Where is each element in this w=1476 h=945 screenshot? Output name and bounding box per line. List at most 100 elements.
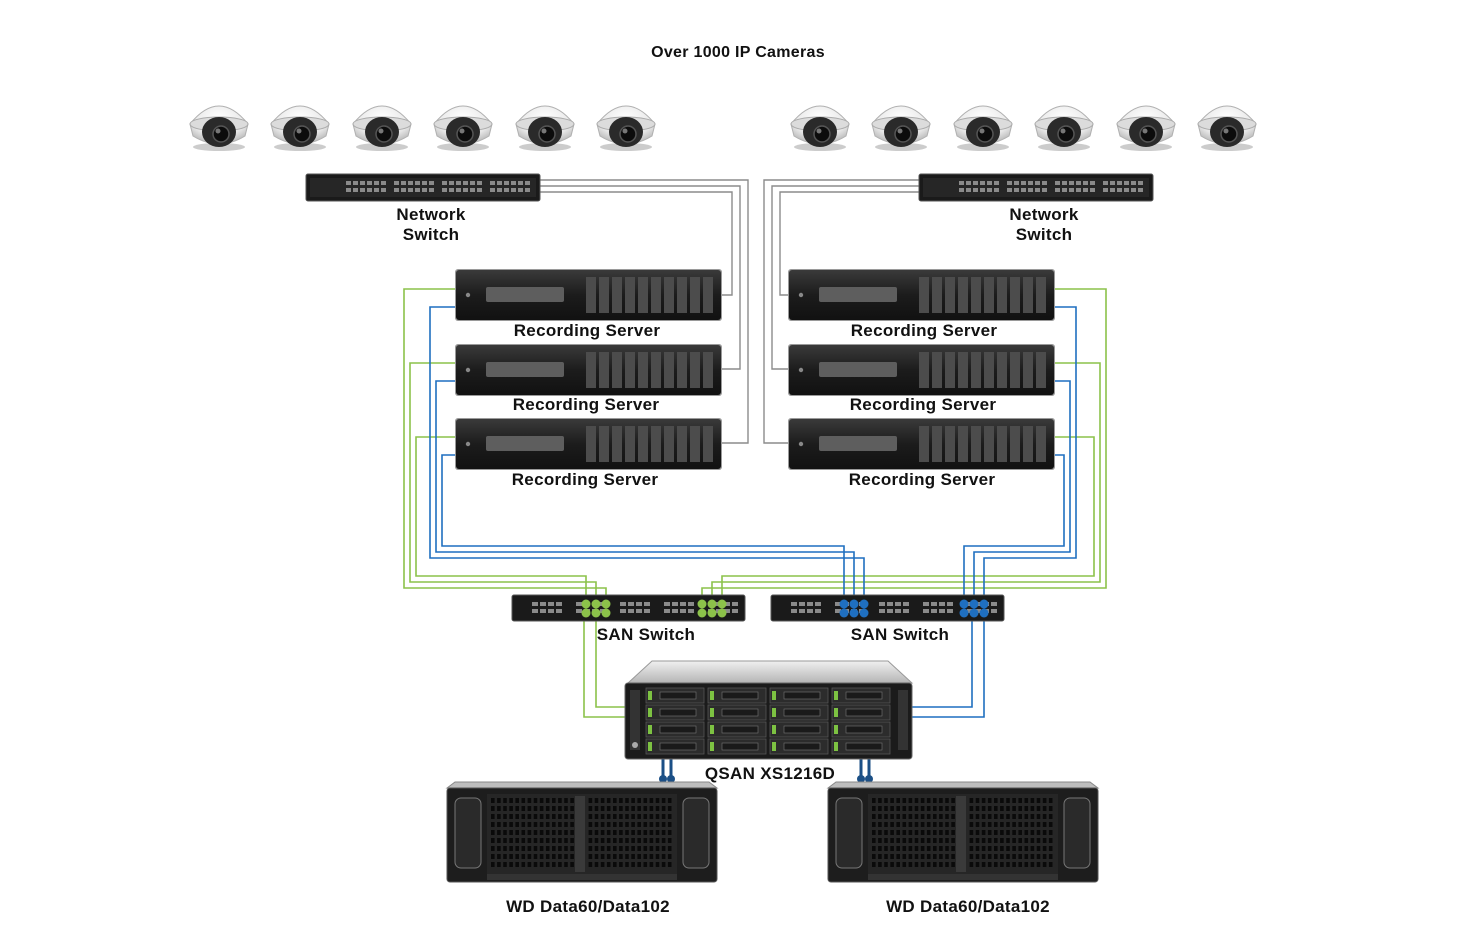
switch-port bbox=[401, 181, 406, 185]
jbod-vent-hole bbox=[1048, 806, 1053, 811]
switch-port bbox=[497, 181, 502, 185]
fabric-b-right-server-3 bbox=[963, 454, 1065, 600]
jbod-vent-hole bbox=[914, 798, 919, 803]
jbod-vent-hole bbox=[588, 838, 593, 843]
jbod-vent-hole bbox=[1030, 798, 1035, 803]
jbod-vent-hole bbox=[1000, 814, 1004, 819]
san-switch-port bbox=[540, 609, 546, 613]
jbod-vent-hole bbox=[914, 822, 919, 827]
fabric-b-left-server-2 bbox=[435, 380, 855, 600]
jbod-vent-hole bbox=[884, 854, 888, 859]
recording-server-left-3 bbox=[455, 418, 722, 470]
jbod-vent-hole bbox=[649, 798, 654, 803]
jbod-vent-hole bbox=[570, 814, 574, 819]
jbod-vent-hole bbox=[539, 846, 544, 851]
network-cables bbox=[540, 179, 919, 444]
jbod-vent-hole bbox=[994, 846, 998, 851]
san-switch-port bbox=[724, 609, 730, 613]
jbod-vent-hole bbox=[515, 798, 519, 803]
switch-port bbox=[442, 188, 447, 192]
jbod-vent-hole bbox=[1042, 814, 1047, 819]
server-drive-slot bbox=[1023, 277, 1033, 313]
jbod-vent-hole bbox=[533, 798, 538, 803]
server-led bbox=[465, 367, 471, 373]
jbod-vent-hole bbox=[570, 838, 574, 843]
jbod-top-edge bbox=[826, 781, 1100, 789]
storage-drive-handle bbox=[783, 691, 821, 700]
server-drive-slot bbox=[638, 352, 648, 388]
jbod-vent-hole bbox=[515, 830, 519, 835]
fabric-a-left-server-2 bbox=[409, 362, 597, 600]
recording-server-right-1-label: Recording Server bbox=[850, 321, 998, 340]
jbod-vent-hole bbox=[588, 854, 593, 859]
storage-drive-handle bbox=[659, 691, 697, 700]
jbod-vent-hole bbox=[558, 814, 562, 819]
jbod-vent-hole bbox=[920, 846, 925, 851]
jbod-vent-hole bbox=[588, 806, 593, 811]
server-drive-slot bbox=[651, 277, 661, 313]
jbod-vent-hole bbox=[503, 830, 507, 835]
san-switch-port bbox=[835, 609, 841, 613]
switch-port bbox=[1055, 188, 1060, 192]
network-cable-right-3 bbox=[779, 191, 919, 296]
jbod-vent-hole bbox=[994, 862, 998, 867]
jbod-vent-hole bbox=[890, 854, 894, 859]
switch-port bbox=[1021, 181, 1026, 185]
jbod-vent-hole bbox=[1018, 822, 1022, 827]
san-switch-port bbox=[548, 602, 554, 606]
jbod-vent-hole bbox=[902, 854, 907, 859]
jbod-vent-hole bbox=[533, 822, 538, 827]
fabric-b-storage-link-1 bbox=[910, 612, 973, 708]
server-drive-slot bbox=[1010, 277, 1020, 313]
jbod-vent-hole bbox=[588, 798, 593, 803]
server-drive-slot bbox=[984, 352, 994, 388]
jbod-vent-hole bbox=[920, 862, 925, 867]
server-drive-slot bbox=[703, 426, 713, 462]
jbod-vent-hole bbox=[1048, 846, 1053, 851]
san-switch-chassis bbox=[770, 594, 1005, 622]
recording-server-left-3-label: Recording Server bbox=[511, 470, 659, 489]
jbod-vent-hole bbox=[539, 806, 544, 811]
jbod-vent-hole bbox=[987, 806, 992, 811]
jbod-vent-hole bbox=[606, 822, 611, 827]
jbod-vent-hole bbox=[661, 846, 666, 851]
jbod-vent-hole bbox=[939, 854, 943, 859]
jbod-vent-hole bbox=[994, 830, 998, 835]
switch-port bbox=[367, 181, 372, 185]
switch-port bbox=[408, 188, 413, 192]
jbod-vent-hole bbox=[527, 846, 532, 851]
jbod-vent-hole bbox=[509, 838, 513, 843]
san-port-connector bbox=[601, 608, 611, 618]
jbod-vent-hole bbox=[564, 814, 568, 819]
jbod-vent-hole bbox=[920, 798, 925, 803]
jbod-vent-hole bbox=[570, 822, 574, 827]
switch-port bbox=[477, 181, 482, 185]
switch-port bbox=[1110, 188, 1115, 192]
jbod-vent-hole bbox=[558, 806, 562, 811]
jbod-right-handle bbox=[682, 797, 710, 869]
san-switch-port bbox=[799, 609, 805, 613]
server-drive-slot bbox=[945, 277, 955, 313]
server-drive-slot bbox=[1036, 352, 1046, 388]
jbod-vent-hole bbox=[902, 830, 907, 835]
san-switch-port bbox=[644, 609, 650, 613]
jbod-vent-hole bbox=[914, 806, 919, 811]
jbod-vent-hole bbox=[619, 846, 623, 851]
jbod-vent-hole bbox=[655, 838, 660, 843]
ip-camera-left-3 bbox=[352, 105, 412, 151]
server-drive-slot bbox=[932, 277, 942, 313]
jbod-vent-hole bbox=[969, 846, 974, 851]
jbod-vent-hole bbox=[987, 838, 992, 843]
sas-connector-4 bbox=[865, 775, 873, 783]
san-switch-port bbox=[556, 609, 562, 613]
jbod-vent-hole bbox=[631, 846, 635, 851]
san-switch-port bbox=[636, 609, 642, 613]
server-drive-slot bbox=[677, 277, 687, 313]
jbod-vent-hole bbox=[637, 854, 641, 859]
jbod-vent-hole bbox=[1030, 838, 1035, 843]
jbod-vent-hole bbox=[981, 822, 986, 827]
jbod-vent-hole bbox=[896, 838, 900, 843]
jbod-vent-hole bbox=[655, 798, 660, 803]
jbod-vent-hole bbox=[908, 854, 913, 859]
san-switch-port bbox=[923, 609, 929, 613]
